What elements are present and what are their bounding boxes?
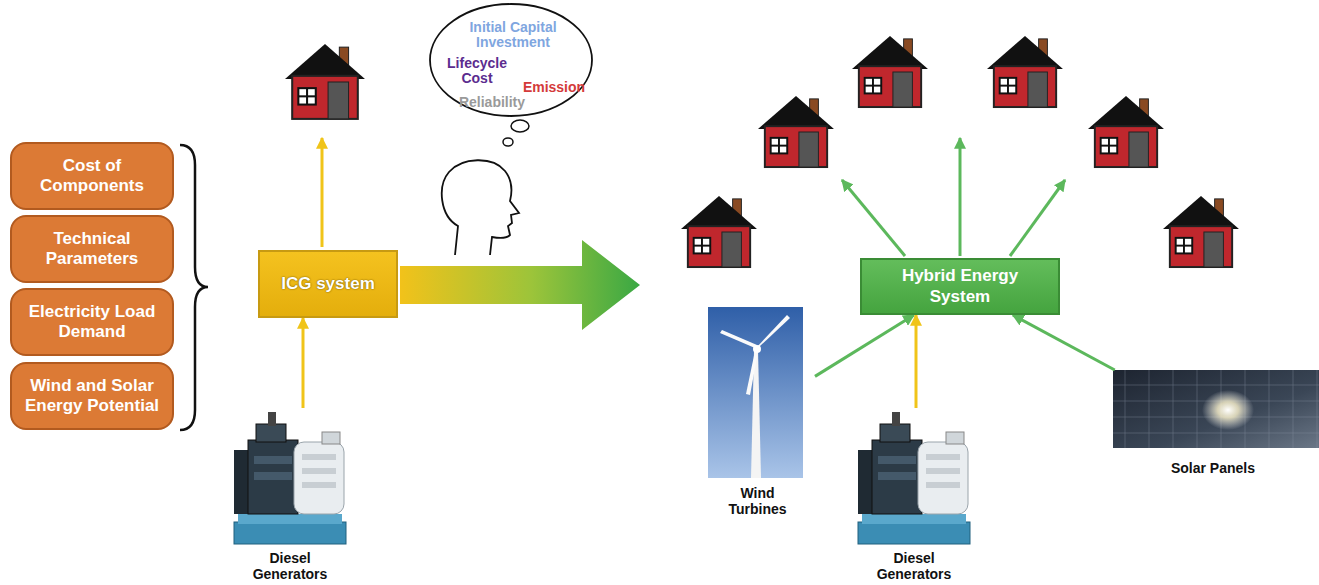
criterion-text: Reliability xyxy=(452,95,532,110)
box-label: Cost of Components xyxy=(18,156,166,197)
box-label: Electricity Load Demand xyxy=(18,302,166,343)
criterion-text: Lifecycle Cost xyxy=(442,56,512,85)
criterion-text: Emission xyxy=(518,80,590,95)
input-box: Wind and Solar Energy Potential xyxy=(10,362,174,430)
generator-image: Diesel Generators xyxy=(856,408,972,582)
box-label: Wind and Solar Energy Potential xyxy=(18,376,166,417)
image-caption: Wind Turbines xyxy=(711,486,805,517)
supply-arrow xyxy=(915,315,918,408)
image-caption: Solar Panels xyxy=(1169,461,1257,476)
supply-arrow xyxy=(815,315,914,376)
input-box: Electricity Load Demand xyxy=(10,288,174,356)
thought-bubble: Initial Capital InvestmentLifecycle Cost… xyxy=(428,2,594,118)
generator-image: Diesel Generators xyxy=(232,408,348,582)
image-caption: Diesel Generators xyxy=(867,551,961,582)
box-label: Technical Parameters xyxy=(18,229,166,270)
system-box: Hybrid Energy System xyxy=(860,258,1060,315)
input-box: Technical Parameters xyxy=(10,215,174,283)
box-label: Hybrid Energy System xyxy=(885,266,1035,307)
supply-arrow xyxy=(1013,315,1115,370)
input-box: Cost of Components xyxy=(10,142,174,210)
turbine-image: Wind Turbines xyxy=(700,307,815,517)
solar-image: Solar Panels xyxy=(1113,370,1313,476)
box-label: ICG system xyxy=(281,274,375,294)
image-caption: Diesel Generators xyxy=(243,551,337,582)
system-box: ICG system xyxy=(258,250,398,318)
supply-arrow xyxy=(302,318,305,408)
criterion-text: Initial Capital Investment xyxy=(458,20,568,49)
